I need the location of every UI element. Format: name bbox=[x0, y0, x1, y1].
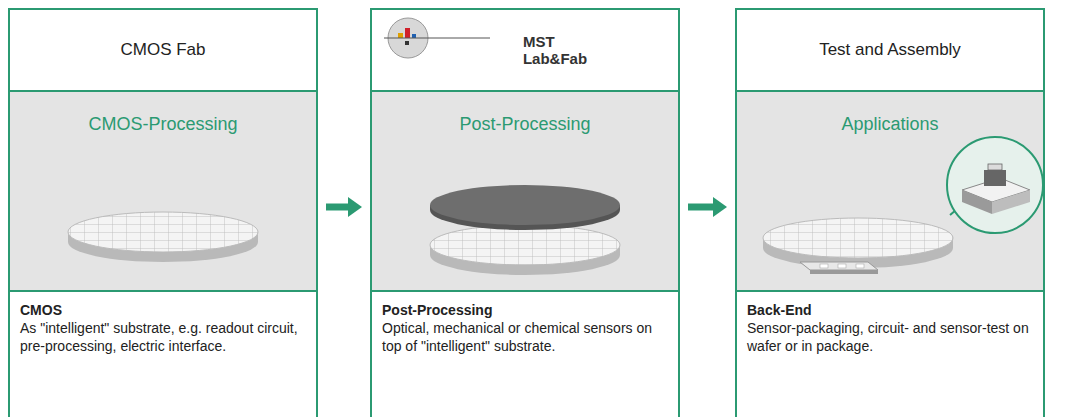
lab-logo bbox=[384, 18, 490, 58]
header-box: Test and Assembly bbox=[735, 8, 1045, 92]
node-title: CMOS Fab bbox=[120, 40, 205, 60]
node-title: Applications bbox=[737, 114, 1043, 135]
header-box: CMOS Fab bbox=[8, 8, 318, 92]
node-title: Back-End bbox=[747, 301, 1033, 319]
stage-panel: Post-Processing bbox=[370, 92, 680, 290]
header-box: MST Lab&Fab bbox=[370, 8, 680, 92]
description-box: Back-EndSensor-packaging, circuit- and s… bbox=[735, 290, 1045, 417]
node-title: Test and Assembly bbox=[819, 40, 961, 60]
stage-panel: Applications bbox=[735, 92, 1045, 290]
node-title: Post-Processing bbox=[372, 114, 678, 135]
node-body: Optical, mechanical or chemical sensors … bbox=[382, 319, 668, 355]
flow-arrow bbox=[688, 197, 727, 217]
node-title: Post-Processing bbox=[382, 301, 668, 319]
chip-zoom bbox=[947, 137, 1043, 233]
node-body: Sensor-packaging, circuit- and sensor-te… bbox=[747, 319, 1033, 355]
description-box: Post-ProcessingOptical, mechanical or ch… bbox=[370, 290, 680, 417]
diced-wafer bbox=[755, 205, 965, 274]
flow-arrow bbox=[326, 197, 362, 217]
node-body: As "intelligent" substrate, e.g. readout… bbox=[20, 319, 306, 355]
stage-panel: CMOS-Processing bbox=[8, 92, 318, 290]
node-title: MST Lab&Fab bbox=[523, 33, 587, 68]
cmos-wafer bbox=[60, 205, 270, 265]
node-title: CMOS-Processing bbox=[10, 114, 316, 135]
node-title: CMOS bbox=[20, 301, 306, 319]
post-processing-wafers bbox=[420, 185, 630, 275]
description-box: CMOSAs "intelligent" substrate, e.g. rea… bbox=[8, 290, 318, 417]
